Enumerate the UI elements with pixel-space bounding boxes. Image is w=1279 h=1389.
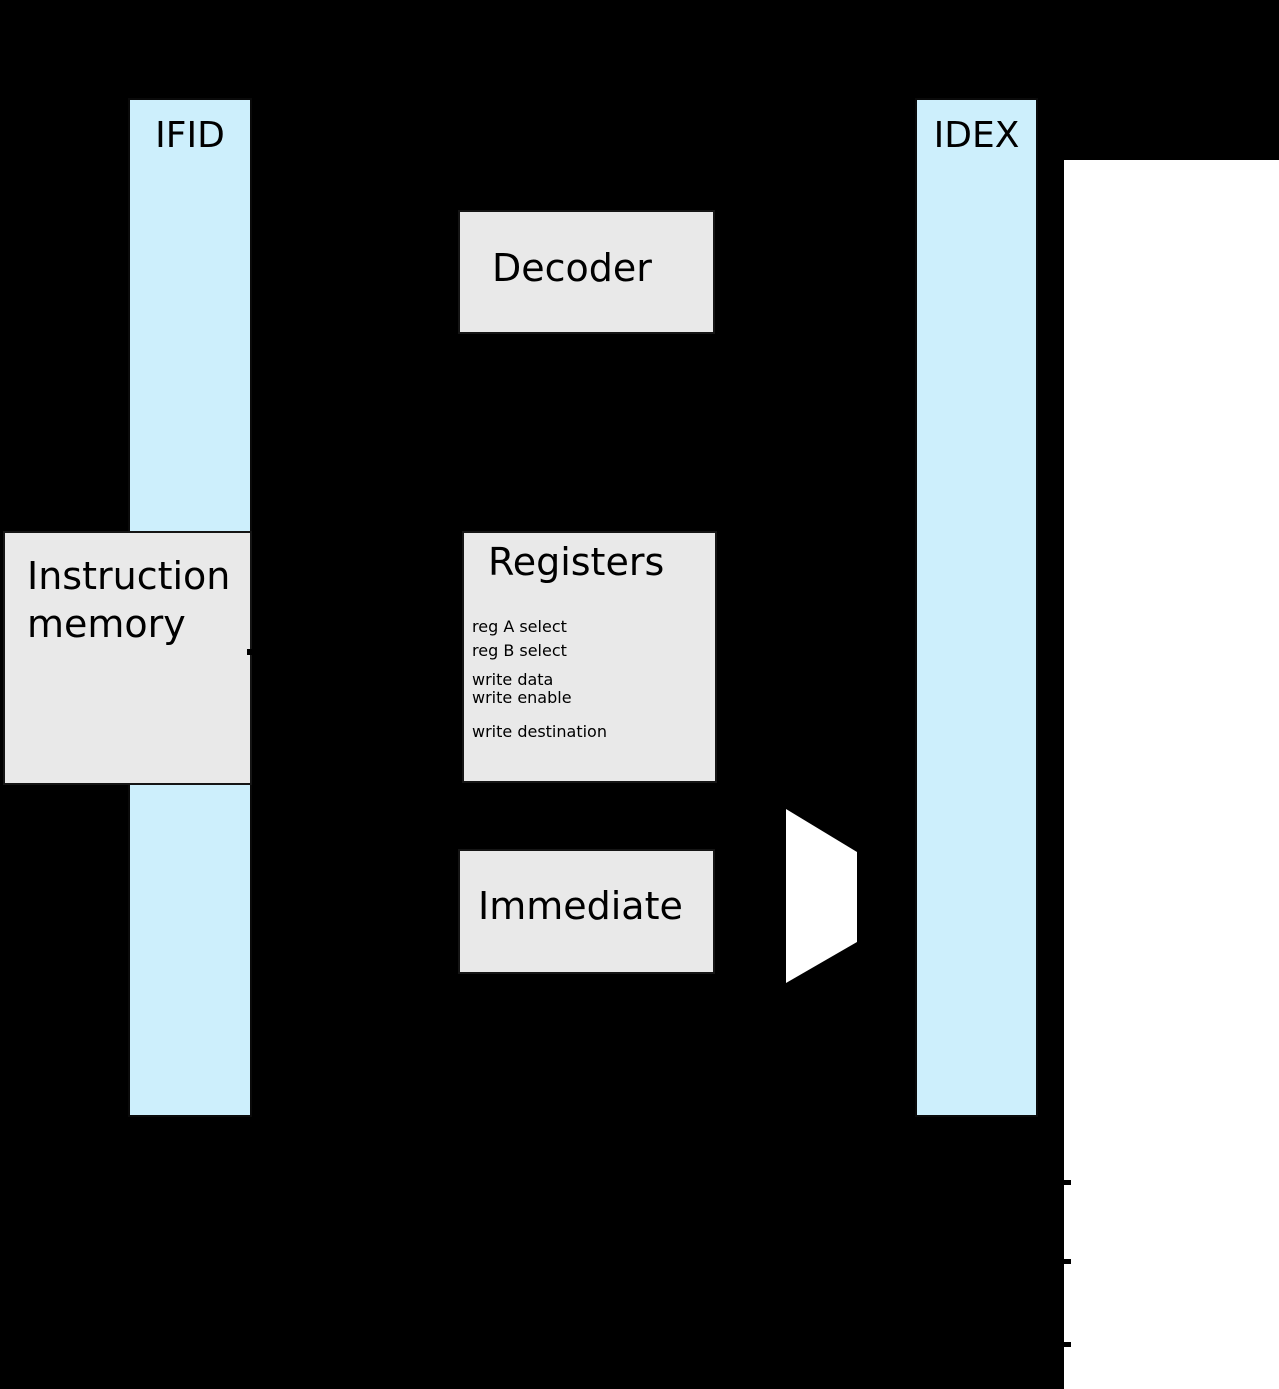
port-label-reg-b-select: reg B select [472,641,567,660]
wire-stub-right-panel-bottom [1064,1342,1071,1347]
mux-trapezoid [786,809,857,983]
decoder-label: Decoder [492,246,652,291]
idex-label: IDEX [933,115,1020,156]
instruction-memory-label: Instruction memory [27,554,231,646]
port-label-reg-a-select: reg A select [472,617,567,636]
port-label-write-enable: write enable [472,688,572,707]
ifid-label: IFID [155,115,225,156]
decoder-block: Decoder [458,210,715,334]
mux-shape [786,809,857,983]
registers-label: Registers [488,540,665,584]
instruction-memory-block: Instruction memory [3,531,252,785]
wire-stub-right-panel-top [1064,1180,1071,1185]
port-label-write-data: write data [472,670,554,689]
port-label-write-destination: write destination [472,722,607,741]
wire-stub-right-panel-middle [1064,1259,1071,1264]
immediate-label: Immediate [478,883,683,928]
registers-block: Registers reg A select reg B select writ… [462,531,717,783]
wire-stub-instruction-memory-output [247,649,255,655]
idex-stage-register-bar: IDEX [915,98,1038,1117]
next-stage-white-panel [1064,160,1279,1389]
immediate-block: Immediate [458,849,715,974]
